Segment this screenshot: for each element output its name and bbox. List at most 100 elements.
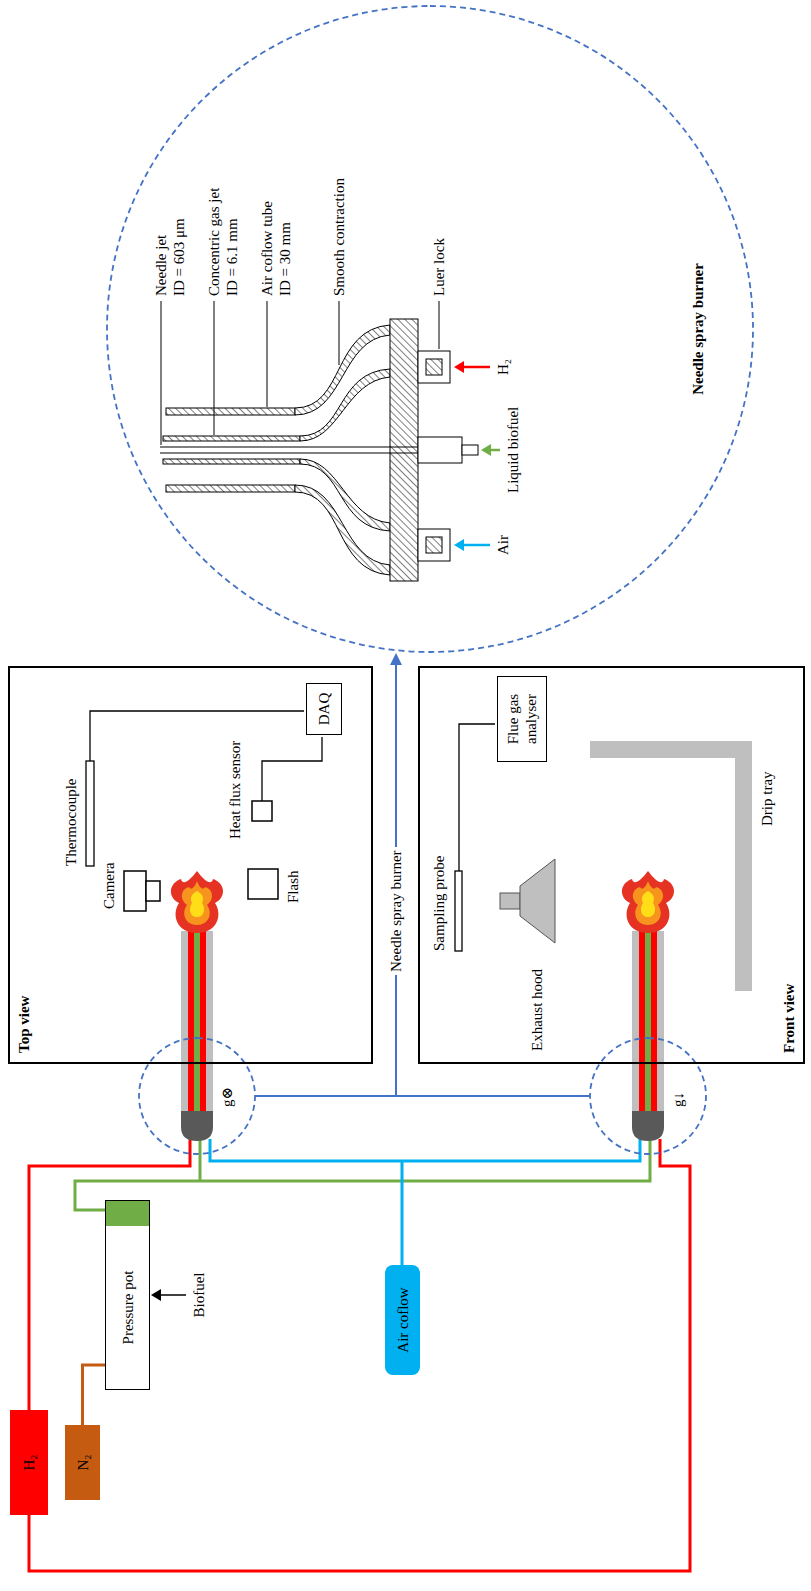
burner-section (300, 369, 390, 441)
sampling-probe (455, 871, 462, 951)
node-title: Flue gas analyser (504, 684, 540, 754)
zoom-outline (105, 4, 755, 654)
part-label: Flash (284, 870, 302, 903)
flash-symbol (248, 869, 278, 899)
coflow-box: Air coflow (385, 1265, 420, 1375)
gas-cylinder: N₂ (65, 1425, 100, 1500)
burner-section (166, 408, 295, 415)
leader-line (267, 301, 268, 407)
leader-line (161, 301, 162, 445)
thermocouple-probe (86, 761, 94, 866)
node-title: Pressure pot (119, 1271, 137, 1345)
camera-symbol (146, 881, 160, 901)
dimension-label: ID = 6.1 mm (223, 218, 241, 296)
air-line (210, 1139, 640, 1265)
dashed-circle (107, 6, 753, 652)
heat-flux-sensor (252, 801, 272, 821)
leader-line (439, 301, 440, 349)
inlet-arrow (454, 361, 500, 551)
node-title: N₂ (74, 1454, 92, 1470)
zoom-connector (255, 663, 590, 1096)
part-label: Concentric gas jet (205, 188, 223, 296)
inlet-arrow (462, 544, 490, 547)
exhaust-hood (500, 859, 555, 943)
part-label: Luer lock (430, 238, 448, 296)
node-title: DAQ (315, 693, 333, 726)
biofuel-arrow (160, 1294, 186, 1296)
inlet-arrow (490, 449, 500, 452)
part-label: Drip tray (758, 771, 776, 826)
part-label: Biofuel (190, 1273, 208, 1318)
burner-section (390, 319, 418, 581)
dimension-label: ID = 30 mm (276, 222, 294, 296)
signal-wire (90, 711, 304, 761)
zoom-connector (255, 663, 590, 1096)
inlet-arrow (454, 539, 464, 551)
inlet-arrow (462, 366, 490, 369)
drip-tray (590, 741, 752, 991)
node-title: Front view (780, 984, 798, 1053)
burner-section (160, 446, 418, 447)
burner-section (163, 436, 300, 441)
inlet-arrow (481, 444, 491, 456)
inlet-arrow (454, 361, 464, 373)
part-label: Thermocouple (62, 779, 80, 866)
biofuel-arrow (151, 1289, 161, 1301)
part-label: Air coflow tube (258, 201, 276, 296)
part-label: Heat flux sensor (226, 741, 244, 839)
camera-symbol (124, 871, 146, 911)
leader-line (161, 301, 439, 445)
biofuel-arrow (151, 1289, 186, 1301)
zoom-circle (139, 1038, 255, 1154)
pressure-pot: Pressure pot (105, 1200, 150, 1390)
burner-section (418, 351, 450, 383)
burner-section (166, 485, 295, 492)
zoom-arrowhead (390, 653, 402, 665)
leader-line (214, 301, 215, 435)
inlet-label: Air (494, 535, 512, 555)
connector-label: Needle spray burner (387, 847, 405, 975)
zoom-circle: Needle spray burner (105, 4, 755, 654)
burner-section (426, 359, 442, 375)
biofuel-line (75, 1139, 650, 1210)
burner-section (163, 459, 300, 464)
dimension-label: ID = 603 μm (170, 218, 188, 296)
supply-line (83, 1365, 106, 1425)
zoom-circle (590, 1038, 706, 1154)
air-line (210, 1139, 640, 1161)
biofuel-line (75, 1139, 650, 1210)
part-label: Sampling probe (430, 856, 448, 951)
burner-section (160, 452, 418, 453)
signal-wire (262, 737, 322, 801)
sample-line (459, 724, 495, 871)
burner-section (426, 537, 442, 553)
camera-symbol (124, 871, 160, 911)
flame-symbol (622, 871, 674, 933)
part-label: Exhaust hood (528, 969, 546, 1051)
burner-section (300, 459, 390, 531)
inlet-label: H₂ (494, 359, 512, 375)
inlet-label: Liquid biofuel (504, 407, 522, 493)
part-label: Camera (100, 862, 118, 909)
burner-section (160, 319, 478, 581)
gravity-label: g↓ (669, 1092, 687, 1107)
daq-box: DAQ (306, 683, 342, 735)
node-title: Top view (15, 996, 33, 1053)
node-title: H₂ (20, 1454, 38, 1470)
view-panel: Front view Flue gas analyser (418, 666, 805, 1064)
hydrogen-line (29, 1139, 690, 1571)
gravity-label: g⊗ (218, 1087, 236, 1107)
part-label: Needle jet (152, 235, 170, 296)
burner-section (418, 437, 462, 463)
leader-line (339, 301, 340, 365)
flame-symbol (171, 871, 223, 933)
gas-cylinder: H₂ (10, 1410, 48, 1515)
part-label: Smooth contraction (330, 178, 348, 296)
burner-symbol (632, 931, 664, 1141)
exhaust-hood (500, 893, 520, 909)
burner-section (462, 445, 478, 455)
biofuel-line (199, 1139, 202, 1181)
hydrogen-line (29, 1139, 690, 1571)
node-title: Air coflow (394, 1287, 412, 1352)
